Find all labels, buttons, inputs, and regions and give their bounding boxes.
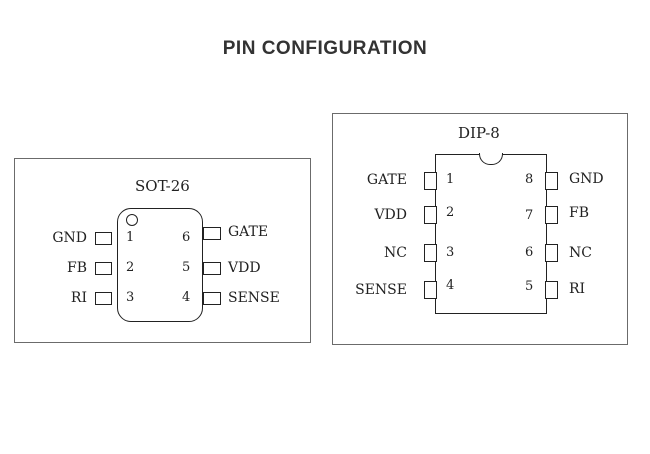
dip8-pin-2-number: 2	[446, 205, 455, 220]
sot26-pin-1-lead	[95, 232, 112, 245]
dip8-pin-7-number: 7	[525, 208, 534, 223]
dip8-panel: DIP-8 GATE 1 VDD 2 NC 3 SENSE 4 8 GND 7 …	[332, 113, 628, 345]
dip8-pin-8-number: 8	[525, 172, 534, 187]
sot26-pin-1-number: 1	[126, 230, 135, 245]
dip8-pin-1-name: GATE	[366, 172, 407, 188]
sot26-pin-6-number: 6	[182, 230, 191, 245]
sot26-package-label: SOT-26	[135, 177, 190, 195]
dip8-pin-7-lead	[545, 206, 558, 224]
page-title: PIN CONFIGURATION	[222, 38, 428, 59]
dip8-pin-6-lead	[545, 244, 558, 262]
dip8-package-label: DIP-8	[458, 124, 500, 142]
dip8-pin-3-name: NC	[384, 245, 407, 261]
sot26-pin-4-name: SENSE	[228, 290, 280, 306]
sot26-pin-3-number: 3	[126, 290, 135, 305]
sot26-pin-3-lead	[95, 292, 112, 305]
sot26-pin-4-lead	[203, 292, 221, 305]
dip8-pin-4-lead	[424, 281, 437, 299]
sot26-pin-6-lead	[203, 227, 221, 240]
dip8-pin-3-lead	[424, 244, 437, 262]
dip8-pin-5-name: RI	[569, 281, 586, 297]
sot26-pin-5-lead	[203, 262, 221, 275]
sot26-chip-body	[117, 208, 203, 322]
sot26-pin-2-name: FB	[66, 260, 87, 276]
sot26-pin-2-lead	[95, 262, 112, 275]
sot26-pin-5-number: 5	[182, 260, 191, 275]
dip8-pin-7-name: FB	[569, 205, 590, 221]
dip8-pin-5-lead	[545, 281, 558, 299]
dip8-pin-3-number: 3	[446, 245, 455, 260]
dip8-pin-4-number: 4	[446, 278, 455, 293]
dip8-pin-1-number: 1	[446, 172, 455, 187]
sot26-pin-6-name: GATE	[228, 224, 269, 240]
dip8-pin-2-name: VDD	[374, 207, 407, 223]
sot26-panel: SOT-26 GND 1 FB 2 RI 3 6 GATE 5 VDD 4 SE…	[14, 158, 311, 343]
dip8-pin-8-lead	[545, 172, 558, 190]
dip8-pin-4-name: SENSE	[355, 282, 407, 298]
dip8-pin-8-name: GND	[569, 171, 604, 187]
sot26-pin-4-number: 4	[182, 290, 191, 305]
pin1-notch-icon	[479, 153, 503, 166]
sot26-pin-2-number: 2	[126, 260, 135, 275]
dip8-pin-2-lead	[424, 206, 437, 224]
dip8-pin-6-name: NC	[569, 245, 592, 261]
sot26-pin-3-name: RI	[70, 290, 87, 306]
dip8-chip-body	[435, 153, 547, 314]
dip8-pin-1-lead	[424, 172, 437, 190]
pin1-marker-icon	[126, 214, 138, 226]
dip8-pin-6-number: 6	[525, 245, 534, 260]
sot26-pin-5-name: VDD	[228, 260, 261, 276]
dip8-pin-5-number: 5	[525, 279, 534, 294]
sot26-pin-1-name: GND	[52, 230, 87, 246]
